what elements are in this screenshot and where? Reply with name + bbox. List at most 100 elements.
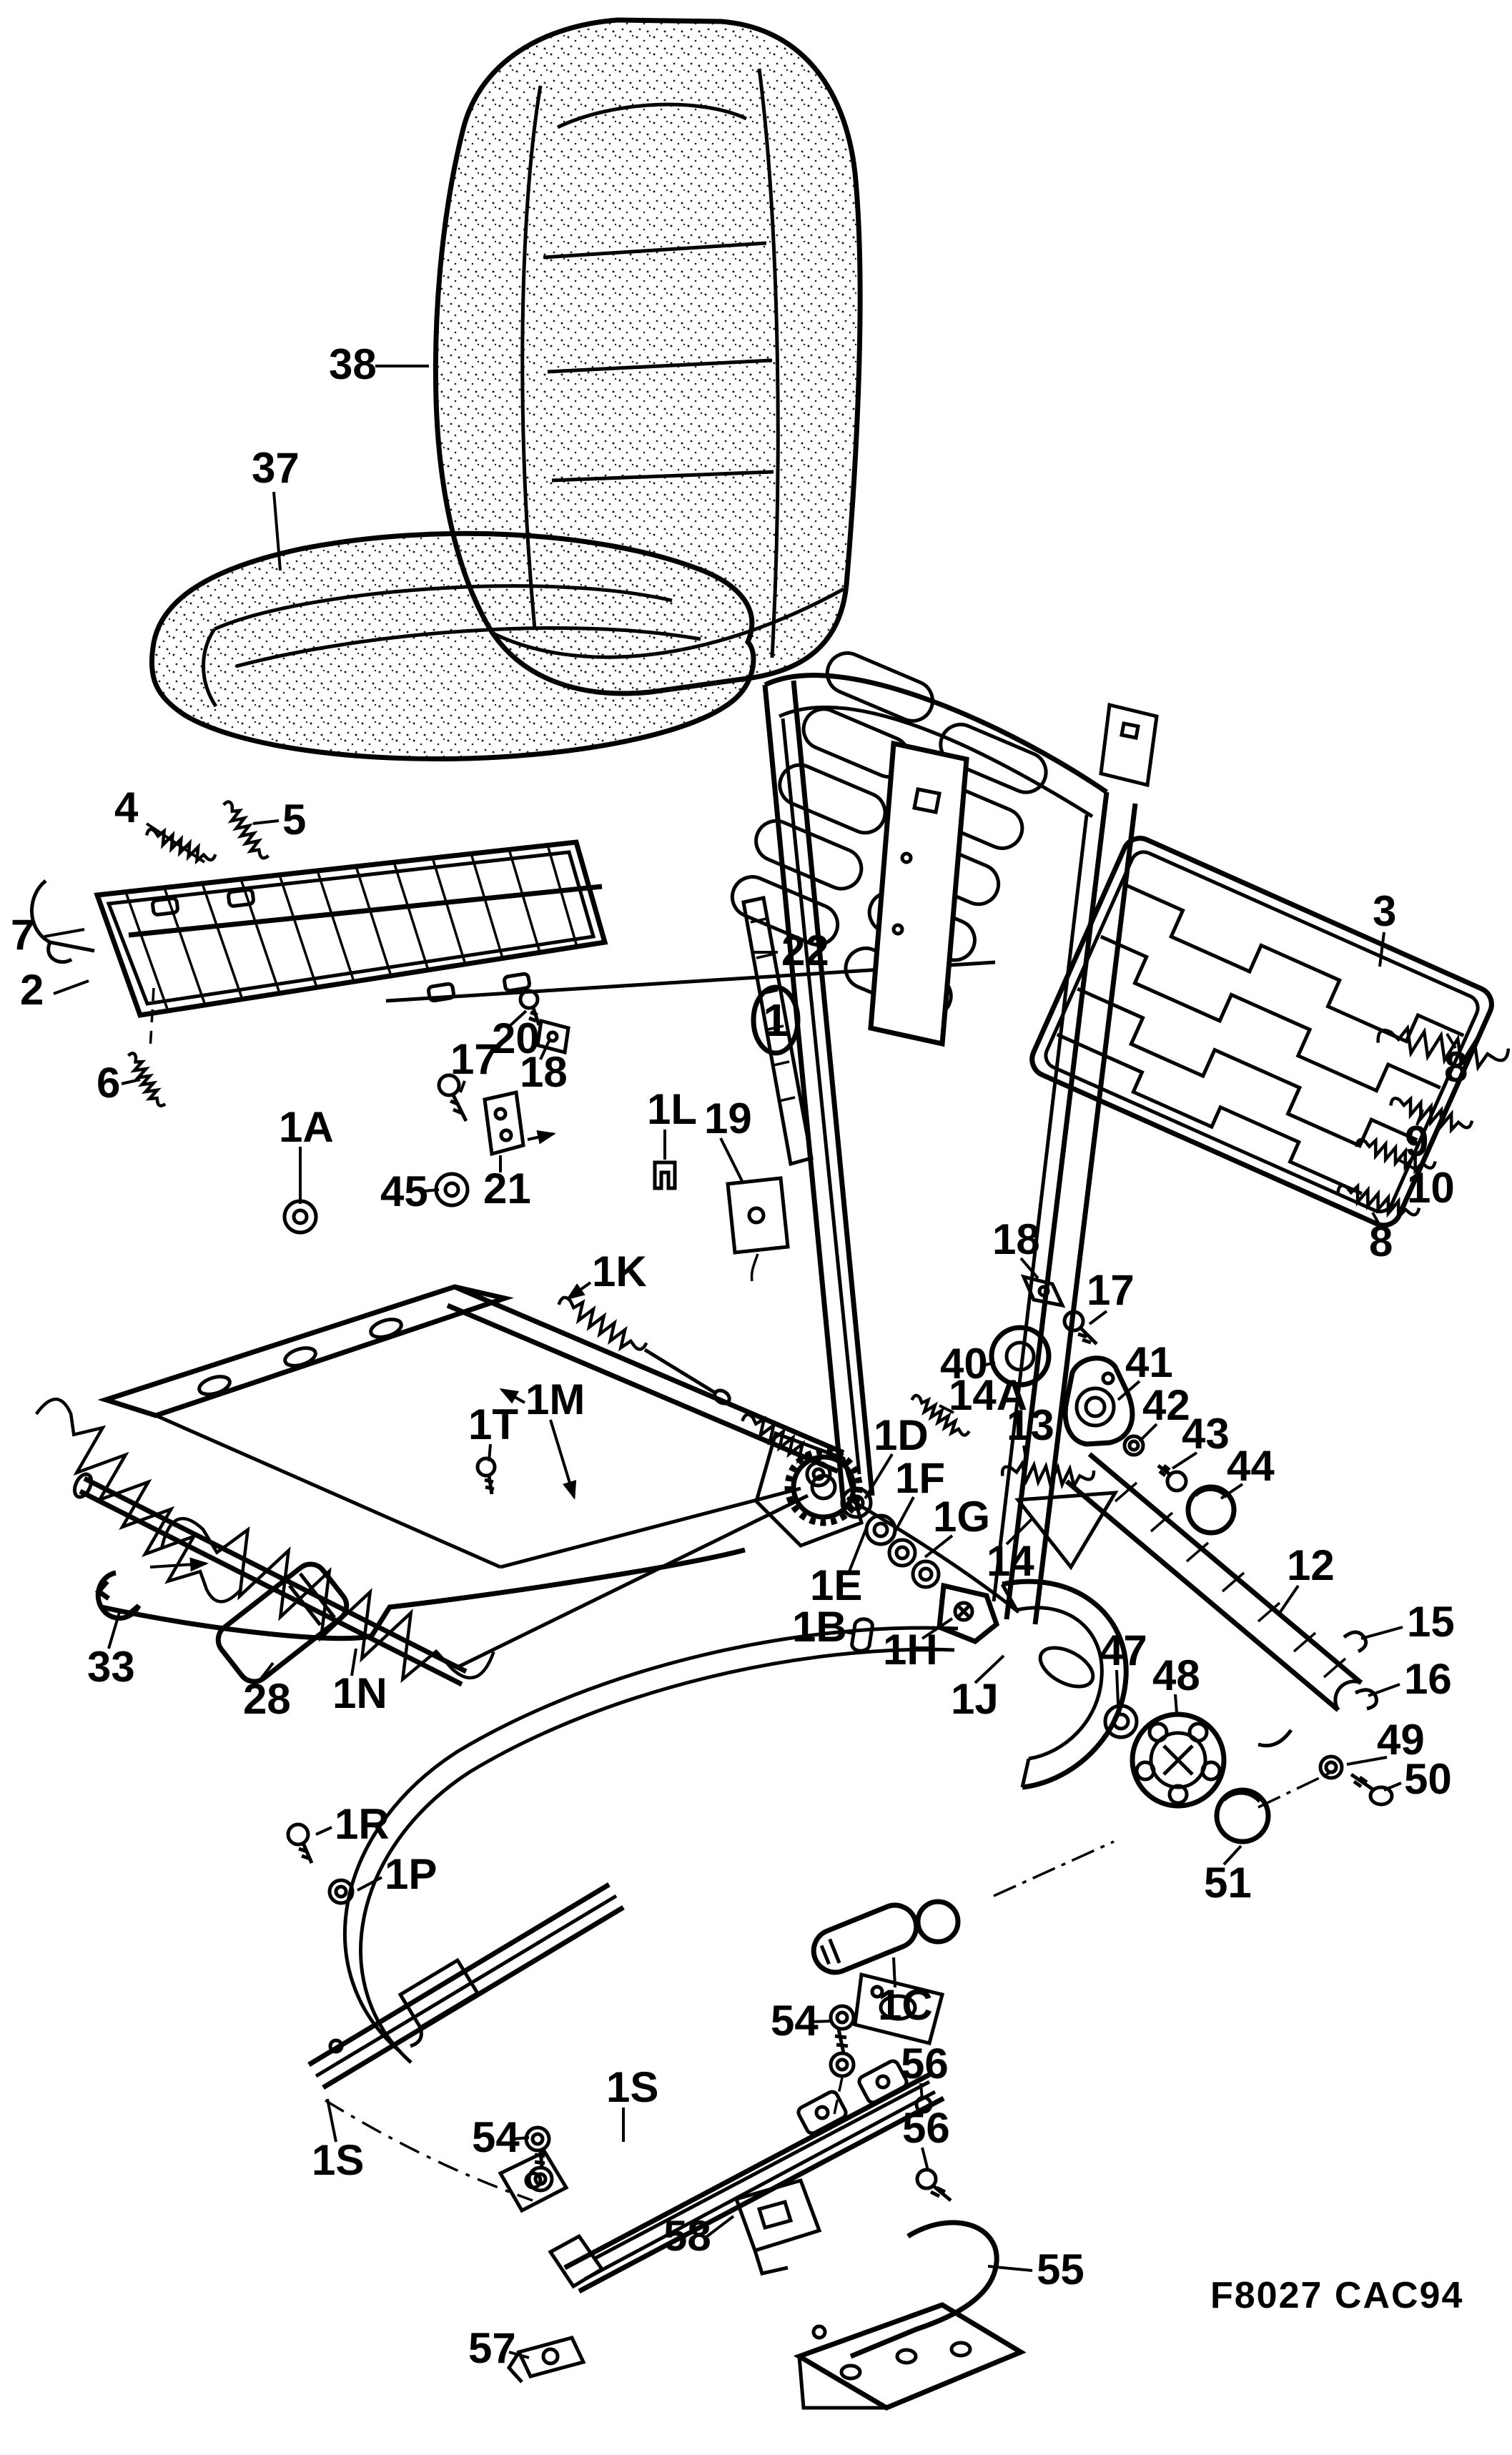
part-label-18-21: 18 (992, 1215, 1040, 1263)
leader-line (499, 1388, 525, 1404)
leader-line (1360, 1626, 1403, 1640)
part-label-1p-53: 1P (385, 1850, 437, 1898)
part-label-57-62: 57 (468, 2324, 516, 2372)
leader-line (987, 2265, 1033, 2272)
leader-line (919, 2083, 924, 2101)
part-label-6-6: 6 (97, 1059, 120, 1107)
leader-line (1138, 1423, 1158, 1443)
leader-line (508, 2351, 530, 2359)
part-label-45-10: 45 (380, 1167, 428, 1215)
leader-line (459, 1080, 466, 1093)
assembly-marker: 1 (751, 984, 801, 1056)
leader-line (488, 1443, 492, 1462)
part-label-17-22: 17 (1087, 1266, 1135, 1314)
leader-line (350, 1648, 357, 1676)
leader-line (921, 2147, 929, 2171)
part-label-1s-58: 1S (606, 2063, 658, 2111)
leader-line (1446, 1032, 1457, 1049)
leader-line (121, 1078, 141, 1085)
leader-line (719, 1137, 745, 1185)
part-label-50-47: 50 (1404, 1755, 1452, 1803)
leader-line (272, 491, 282, 571)
slide-rail-right (498, 2004, 952, 2384)
leader-line (145, 822, 206, 864)
leader-line (257, 1661, 275, 1683)
part-label-41-26: 41 (1125, 1338, 1173, 1386)
leader-line (1383, 1782, 1402, 1792)
leader-line (357, 1876, 382, 1892)
part-label-54-55: 54 (771, 1997, 819, 2045)
part-label-1t-32: 1T (468, 1401, 518, 1448)
leader-line (1222, 1844, 1242, 1866)
part-label-56-57: 56 (902, 2104, 950, 2152)
part-label-13-25: 13 (1007, 1401, 1054, 1449)
leader-line (1346, 1756, 1388, 1766)
leader-line (424, 1188, 440, 1192)
slide-rail-left (286, 1822, 625, 2202)
part-label-22-13: 22 (781, 927, 829, 974)
part-label-7-4: 7 (11, 911, 34, 959)
leader-line (939, 1404, 954, 1414)
leader-line (1371, 1212, 1381, 1226)
leader-line (841, 1630, 859, 1636)
part-label-51-48: 51 (1204, 1859, 1252, 1907)
leader-line (1088, 1310, 1108, 1325)
part-label-1r-52: 1R (335, 1800, 390, 1848)
recliner-parts (909, 1325, 1237, 1571)
leader-line (252, 819, 280, 825)
part-label-15-44: 15 (1407, 1598, 1455, 1646)
part-label-48-42: 48 (1152, 1651, 1200, 1699)
part-label-40-23: 40 (940, 1340, 988, 1388)
part-label-1j-40: 1J (951, 1675, 999, 1723)
leader-line (924, 1534, 954, 1559)
leader-line (1115, 1669, 1120, 1705)
part-label-20-8: 20 (492, 1014, 540, 1062)
rail-strip-22 (741, 896, 814, 1167)
leader-line (539, 1040, 550, 1060)
part-label-1d-33: 1D (874, 1411, 929, 1459)
leader-line (1171, 1451, 1198, 1470)
leader-line (982, 1361, 996, 1367)
part-label-37-1: 37 (252, 444, 300, 492)
leader-line (921, 1617, 954, 1640)
leader-line (527, 1130, 556, 1145)
part-label-47-41: 47 (1100, 1626, 1147, 1674)
part-label-28-50: 28 (243, 1675, 291, 1723)
part-label-1n-51: 1N (332, 1669, 387, 1717)
leader-line (315, 1826, 332, 1836)
assembly-marker-number: 1 (763, 994, 789, 1046)
handwheel-assembly (1103, 1704, 1394, 1844)
leader-line (511, 2136, 530, 2140)
height-adjuster-rail (993, 1452, 1378, 1897)
leader-line (1368, 1683, 1400, 1697)
leader-line (53, 979, 89, 995)
leader-line (326, 2098, 337, 2143)
leader-line (107, 1609, 122, 1649)
leader-line (1019, 1257, 1039, 1280)
part-label-19-15: 19 (704, 1095, 752, 1142)
part-label-43-28: 43 (1182, 1410, 1230, 1458)
part-label-49-46: 49 (1377, 1716, 1425, 1764)
part-label-1e-37: 1E (810, 1561, 862, 1609)
leader-line (892, 1957, 896, 1988)
part-label-8-17: 8 (1444, 1043, 1468, 1091)
leader-line (848, 1523, 869, 1572)
part-label-16-45: 16 (1404, 1655, 1452, 1703)
part-label-1a-11: 1A (279, 1103, 334, 1151)
part-label-10-19: 10 (1407, 1164, 1455, 1212)
recliner-linkage (840, 1486, 1129, 1790)
leader-line (1278, 1584, 1300, 1614)
part-label-17-7: 17 (450, 1035, 498, 1083)
backrest-fittings (282, 989, 1098, 1345)
part-label-55-63: 55 (1037, 2246, 1084, 2293)
part-label-3-16: 3 (1373, 887, 1396, 935)
part-label-1l-14: 1L (647, 1085, 697, 1133)
part-label-33-49: 33 (87, 1643, 135, 1691)
leader-line (1117, 1380, 1141, 1401)
leader-line (892, 1496, 915, 1535)
seat-base-frame (30, 1284, 874, 1711)
part-label-1g-35: 1G (933, 1493, 990, 1541)
part-label-14-36: 14 (987, 1537, 1034, 1585)
